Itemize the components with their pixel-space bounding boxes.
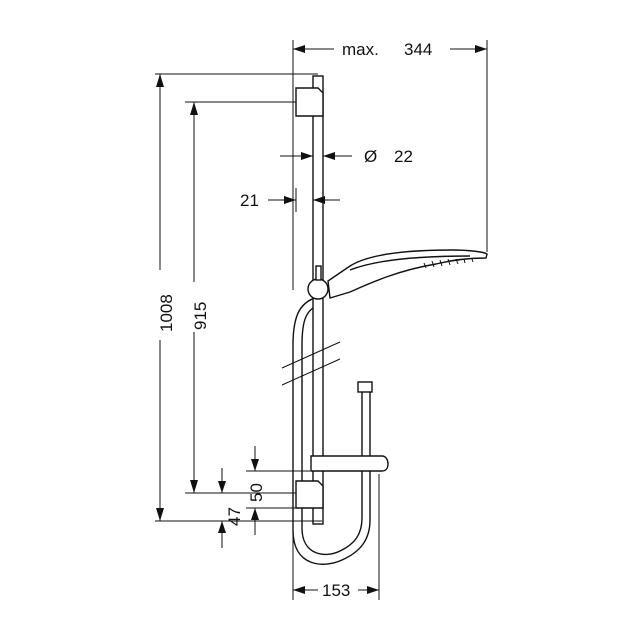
dimension-915: 915 — [185, 101, 296, 494]
dim-bar-width: 21 — [240, 191, 259, 210]
hand-shower-inner-edge — [349, 255, 471, 271]
dimension-max-344: max. 344 — [292, 40, 488, 290]
shower-hose-inner — [301, 303, 363, 556]
dimension-offset-47: 47 — [214, 468, 244, 548]
rail-break-line-upper — [281, 341, 341, 369]
dimension-bar-21: 21 — [240, 188, 340, 212]
dim-max-label: max. — [342, 40, 379, 59]
top-wall-bracket — [295, 87, 324, 117]
bottom-wall-bracket — [295, 480, 324, 509]
dim-diameter-value: 22 — [394, 147, 413, 166]
slide-bar — [312, 75, 324, 525]
dim-rail-height: 915 — [191, 302, 210, 330]
hand-shower-body — [327, 249, 488, 299]
soap-dish — [310, 455, 389, 472]
dimension-hose-153: 153 — [292, 474, 380, 600]
dimension-annotations: max. 344 1008 915 — [155, 40, 488, 600]
slider-knob — [307, 278, 329, 300]
dimension-diameter-22: Ø 22 — [280, 140, 413, 170]
dim-hose-width: 153 — [322, 581, 350, 600]
dim-bottom-offset: 47 — [225, 507, 244, 526]
dim-total-height: 1008 — [157, 294, 176, 332]
shower-rail-assembly — [281, 75, 488, 565]
shower-hose — [292, 295, 371, 565]
dim-max-value: 344 — [404, 40, 432, 59]
slider-knob-cap — [315, 265, 322, 281]
dimension-1008: 1008 — [155, 73, 322, 522]
rail-break-line-lower — [281, 358, 341, 386]
dim-bottom-gap: 50 — [247, 483, 266, 502]
dimension-gap-50: 50 — [246, 446, 310, 535]
hand-shower-spray-nozzles — [423, 258, 474, 269]
dim-diameter-symbol: Ø — [364, 147, 377, 166]
hose-connector-top — [357, 381, 373, 393]
